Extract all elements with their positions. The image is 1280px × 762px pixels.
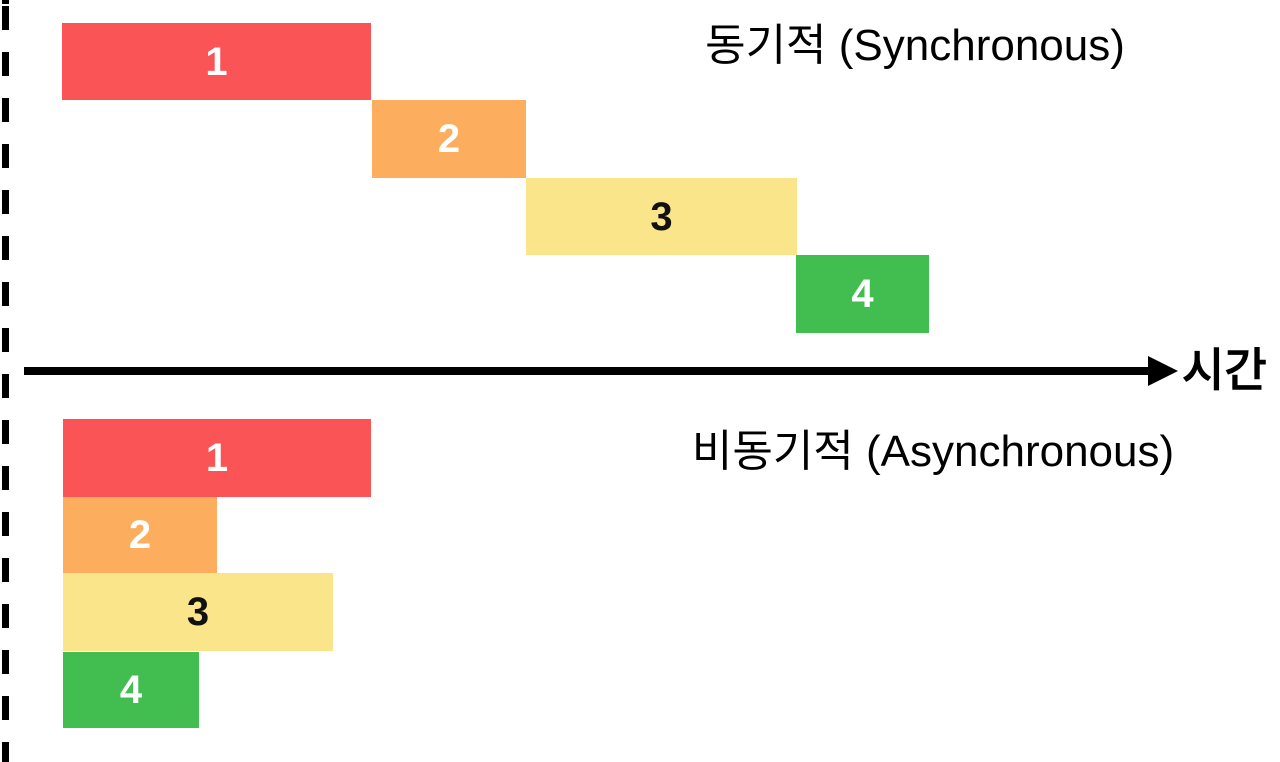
sync-task-bar-4: 4 xyxy=(796,255,929,333)
timeline-start-dashed-line xyxy=(2,0,9,762)
async-task-bar-label: 4 xyxy=(119,668,143,712)
sync-task-bar-label: 2 xyxy=(437,117,461,161)
time-axis-line xyxy=(24,367,1152,375)
sync-task-bar-label: 4 xyxy=(851,272,874,316)
async-task-bar-4: 4 xyxy=(63,652,199,728)
async-task-bar-3: 3 xyxy=(63,573,333,651)
async-task-bar-label: 3 xyxy=(186,590,210,634)
time-axis-label: 시간 xyxy=(1182,344,1267,396)
async-task-bar-1: 1 xyxy=(63,419,371,497)
sync-task-bar-3: 3 xyxy=(526,178,797,255)
sync-task-bar-label: 1 xyxy=(205,39,228,84)
async-task-bar-2: 2 xyxy=(63,497,217,573)
sync-task-bar-1: 1 xyxy=(62,23,371,100)
sync-task-bar-label: 3 xyxy=(650,194,673,239)
async-task-bar-label: 2 xyxy=(128,513,152,557)
async-task-bar-label: 1 xyxy=(205,436,229,480)
time-axis-arrowhead-icon xyxy=(1148,356,1178,386)
sync-section-title: 동기적 (Synchronous) xyxy=(705,21,1125,70)
sync-task-bar-2: 2 xyxy=(372,100,526,178)
async-section-title: 비동기적 (Asynchronous) xyxy=(691,427,1175,476)
